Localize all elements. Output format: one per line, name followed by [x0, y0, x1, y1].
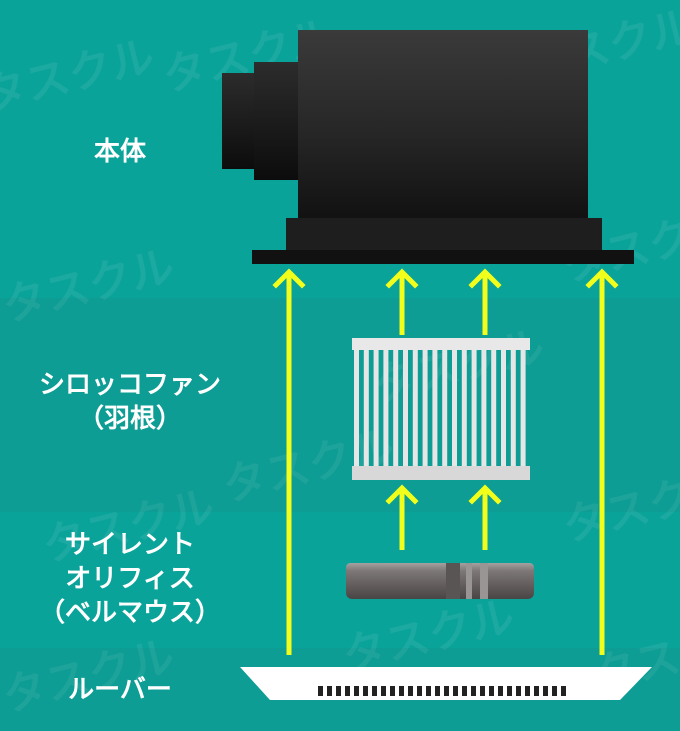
fan-blade — [520, 350, 526, 466]
fan-blade — [501, 350, 506, 466]
louver-slot — [489, 686, 494, 696]
louver-slot — [471, 686, 476, 696]
fan-blade — [422, 350, 428, 466]
louver-slot — [435, 686, 440, 696]
fan-blade — [461, 350, 467, 466]
fan-blade — [383, 350, 389, 466]
fan-blade — [442, 350, 448, 466]
label-orifice-line1: サイレント — [64, 530, 195, 560]
louver-slot — [390, 686, 395, 696]
body-unit — [222, 30, 634, 264]
fan-blade — [354, 350, 359, 466]
label-silent-orifice: サイレント オリフィス （ベルマウス） — [10, 528, 250, 630]
louver-slot — [453, 686, 458, 696]
louver-slot — [525, 686, 530, 696]
sirocco-fan — [352, 338, 530, 480]
label-sirocco-fan: シロッコファン （羽根） — [10, 368, 250, 436]
fan-blade — [432, 350, 438, 466]
fan-blade — [363, 350, 369, 466]
louver-slot — [498, 686, 503, 696]
label-body: 本体 — [93, 137, 146, 167]
label-orifice-line2: オリフィス — [65, 564, 195, 594]
fan-blade — [373, 350, 379, 466]
label-fan-line2: （羽根） — [77, 404, 182, 434]
band-fan — [0, 298, 680, 512]
up-arrow-icon — [585, 268, 619, 655]
fan-blade — [491, 350, 497, 466]
louver-slot — [417, 686, 422, 696]
louver-slot — [516, 686, 521, 696]
up-arrow-icon — [272, 268, 306, 655]
fan-blade — [452, 350, 457, 466]
louver-slot — [462, 686, 467, 696]
fan-blade — [471, 350, 477, 466]
fan-blade — [403, 350, 408, 466]
louver-slot — [543, 686, 548, 696]
louver-slot — [561, 686, 566, 696]
louver — [240, 667, 652, 700]
up-arrow-icon — [385, 484, 419, 550]
louver-slots — [318, 686, 566, 696]
louver-slot — [426, 686, 431, 696]
louver-slot — [345, 686, 350, 696]
fan-blades — [354, 350, 526, 466]
louver-slot — [408, 686, 413, 696]
louver-slot — [444, 686, 449, 696]
louver-slot — [327, 686, 332, 696]
airflow-arrows — [272, 268, 619, 655]
louver-slot — [507, 686, 512, 696]
label-orifice-line3: （ベルマウス） — [38, 598, 221, 628]
label-fan-line1: シロッコファン — [38, 370, 221, 400]
louver-slot — [534, 686, 539, 696]
fan-blade — [412, 350, 418, 466]
band-orifice — [0, 512, 680, 648]
louver-slot — [399, 686, 404, 696]
louver-slot — [336, 686, 341, 696]
up-arrow-icon — [468, 268, 502, 335]
louver-slot — [480, 686, 485, 696]
louver-slot — [363, 686, 368, 696]
up-arrow-icon — [385, 268, 419, 335]
louver-slot — [552, 686, 557, 696]
fan-blade — [393, 350, 399, 466]
louver-slot — [354, 686, 359, 696]
fan-blade — [481, 350, 487, 466]
bell-mouth-orifice — [346, 563, 534, 599]
louver-slot — [381, 686, 386, 696]
fan-blade — [510, 350, 516, 466]
louver-slot — [372, 686, 377, 696]
louver-slot — [318, 686, 323, 696]
label-louver: ルーバー — [68, 675, 172, 705]
up-arrow-icon — [468, 484, 502, 550]
